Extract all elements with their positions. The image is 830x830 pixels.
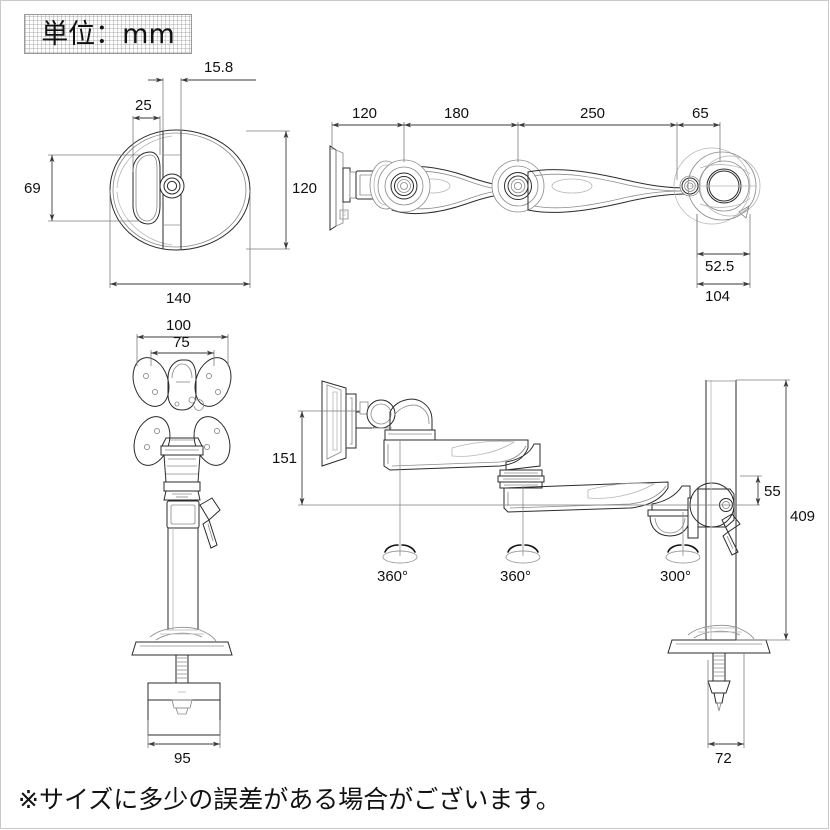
- arm-link-2-top: [527, 169, 689, 213]
- vesa-bracket-side: [321, 380, 357, 467]
- dim-55-label: 55: [764, 483, 781, 500]
- rotation-indicator-monitor: 360°: [377, 440, 418, 585]
- unit-badge: 単位：mm: [24, 14, 192, 54]
- dim-120-height-label: 120: [292, 180, 317, 197]
- clamp-bolt-front: [175, 654, 189, 684]
- vertical-post-front: [167, 528, 199, 630]
- dim-75-label: 75: [173, 334, 190, 351]
- dim-52-5-label: 52.5: [705, 258, 734, 275]
- dim-15-8-label: 15.8: [204, 59, 233, 76]
- unit-badge-label: 単位：mm: [41, 18, 175, 50]
- dim-120-seg-label: 120: [352, 105, 377, 122]
- post-clamp-head-side: [689, 482, 741, 556]
- rotation-indicator-post: 300°: [660, 512, 701, 585]
- arm-assembly-top-view: 120 180 250 65 52.5 104: [329, 105, 761, 305]
- lock-handle-front: [166, 497, 221, 549]
- vesa-plate-front-view: 100 75 95: [131, 317, 233, 767]
- dim-120-height: 120: [246, 130, 317, 250]
- dim-180-seg-label: 180: [444, 105, 469, 122]
- arm-assembly-side-view: 360° 360° 300° 151: [272, 379, 815, 767]
- tilt-head-collar: [160, 437, 204, 456]
- base-plate-slot: [132, 151, 161, 225]
- vesa-center-body: [167, 359, 205, 411]
- dim-140-width: 140: [109, 190, 251, 307]
- dim-151-label: 151: [272, 450, 297, 467]
- monitor-tilt-joint-side: [355, 399, 396, 429]
- dim-72-label: 72: [715, 750, 732, 767]
- dim-100: 100: [136, 317, 229, 366]
- dim-25-label: 25: [135, 97, 152, 114]
- rotation-label-post: 300°: [660, 568, 691, 585]
- vesa-pads-upper: [132, 357, 232, 407]
- post-joint-side: [647, 485, 699, 539]
- base-plate-outline: [109, 129, 251, 251]
- dim-104: 104: [696, 214, 750, 305]
- dim-52-5: 52.5: [696, 214, 751, 288]
- desk-clamp-plate-front: [131, 626, 233, 656]
- dim-69-label: 69: [24, 180, 41, 197]
- dim-151: 151: [272, 410, 760, 506]
- dim-140-width-label: 140: [166, 290, 191, 307]
- dim-25: 25: [132, 97, 161, 172]
- desk-clamp-plate-side: [667, 624, 771, 654]
- desk-block-front: [147, 682, 221, 736]
- arm-cover-1-side: [384, 398, 436, 441]
- column-segments: [163, 454, 201, 501]
- dim-104-label: 104: [705, 288, 730, 305]
- base-plate-center-hub: [159, 173, 185, 199]
- dim-69: 69: [24, 154, 140, 222]
- dim-chain-top: 120 180 250 65: [331, 105, 721, 180]
- dim-95: 95: [147, 720, 221, 767]
- dim-72: 72: [707, 653, 745, 767]
- desk-clamp-hub-top: [673, 147, 761, 225]
- dim-15-8: 15.8: [148, 59, 256, 131]
- dim-65-seg-label: 65: [692, 105, 709, 122]
- dim-95-label: 95: [174, 750, 191, 767]
- vesa-pads-lower: [133, 416, 231, 466]
- lower-arm-bar-side: [503, 481, 669, 513]
- dim-250-seg-label: 250: [580, 105, 605, 122]
- elbow-joint-side: [497, 443, 545, 489]
- tolerance-note: ※サイズに多少の誤差がある場合がございます。: [18, 785, 561, 814]
- pivot-bearing-b: [491, 159, 545, 213]
- upper-arm-bar-side: [383, 439, 529, 471]
- dim-75: 75: [150, 334, 215, 366]
- clamp-bolt-side: [707, 652, 731, 712]
- rotation-indicator-elbow: 360°: [500, 486, 541, 585]
- rotation-label-monitor: 360°: [377, 568, 408, 585]
- dim-409: 409: [736, 379, 815, 641]
- base-plate-front-view: 15.8 25 69 120: [24, 59, 317, 307]
- dim-409-label: 409: [790, 508, 815, 525]
- dim-100-label: 100: [166, 317, 191, 334]
- vesa-plate-top: [329, 145, 357, 231]
- pivot-bearing-a: [377, 159, 431, 213]
- vertical-post-side: [705, 380, 737, 640]
- rotation-label-elbow: 360°: [500, 568, 531, 585]
- dim-55: 55: [740, 475, 781, 505]
